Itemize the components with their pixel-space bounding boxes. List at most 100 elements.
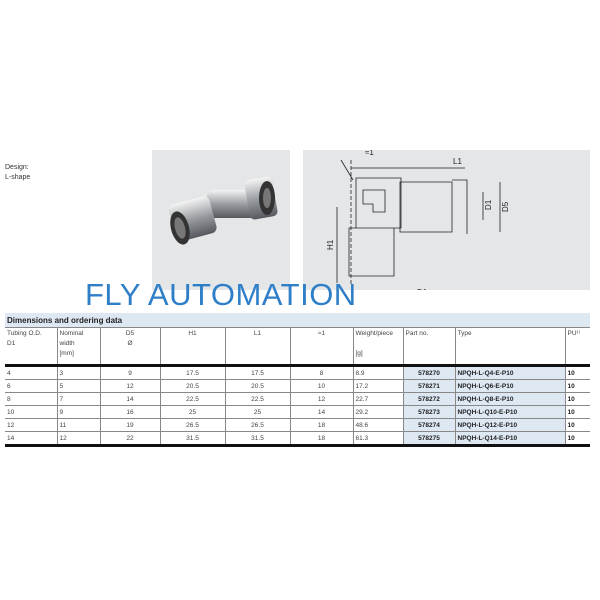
design-title: Design: bbox=[5, 164, 29, 171]
table-cell: 10 bbox=[289, 379, 353, 393]
header-line: D1 bbox=[7, 340, 16, 347]
wrench-size-label: ≈1 bbox=[365, 150, 374, 157]
product-photo bbox=[152, 150, 290, 290]
watermark: FLY AUTOMATION bbox=[85, 277, 357, 312]
header-line: [g] bbox=[355, 350, 363, 357]
table-cell: 12 bbox=[5, 418, 57, 432]
table-cell: 26.5 bbox=[159, 418, 225, 432]
table-cell: 10 bbox=[5, 405, 57, 419]
header-line: PU¹⁾ bbox=[567, 330, 581, 337]
header-line bbox=[163, 339, 223, 349]
header-line bbox=[293, 339, 351, 349]
table-cell: 31.5 bbox=[159, 431, 225, 447]
table-cell: 8.9 bbox=[352, 365, 403, 380]
l1-label: L1 bbox=[453, 157, 462, 166]
table-cell: NPQH-L-Q14-E-P10 bbox=[454, 431, 565, 447]
table-cell: 22.5 bbox=[224, 392, 290, 406]
table-cell: 17.5 bbox=[224, 365, 290, 380]
table-cell: NPQH-L-Q6-E-P10 bbox=[454, 379, 565, 393]
design-label: Design: L-shape bbox=[5, 163, 30, 183]
table-cell: 12 bbox=[56, 431, 100, 447]
header-line: Ø bbox=[127, 340, 133, 347]
column-header: Weight/piece [g] bbox=[352, 327, 403, 367]
header-line: L1 bbox=[253, 330, 262, 337]
h1-label: H1 bbox=[326, 239, 335, 250]
table-cell: 578271 bbox=[402, 379, 455, 393]
header-line: ≈1 bbox=[317, 330, 326, 337]
table-cell: 578272 bbox=[402, 392, 455, 406]
header-line: D5 bbox=[125, 330, 135, 337]
table-cell: 17.5 bbox=[159, 365, 225, 380]
table-cell: NPQH-L-Q10-E-P10 bbox=[454, 405, 565, 419]
table-cell: 17.2 bbox=[352, 379, 403, 393]
header-line: width bbox=[59, 340, 75, 347]
table-cell: 18 bbox=[289, 431, 353, 447]
table-cell: 14 bbox=[99, 392, 160, 406]
design-value: L-shape bbox=[5, 174, 31, 181]
table-cell: 22 bbox=[99, 431, 160, 447]
d5-label: D5 bbox=[501, 201, 510, 212]
table-cell: 61.3 bbox=[352, 431, 403, 447]
table-cell: 19 bbox=[99, 418, 160, 432]
table-cell: 10 bbox=[564, 392, 590, 406]
table-cell: 22.7 bbox=[352, 392, 403, 406]
table-cell: 578275 bbox=[402, 431, 455, 447]
column-header: Type bbox=[454, 327, 565, 367]
d1-label: D1 bbox=[484, 199, 493, 210]
table-cell: 4 bbox=[5, 365, 57, 380]
header-line bbox=[568, 339, 589, 349]
header-line: [mm] bbox=[59, 350, 74, 357]
header-line bbox=[356, 339, 401, 349]
column-header: ≈1 bbox=[289, 327, 353, 367]
table-cell: 10 bbox=[564, 405, 590, 419]
column-header: H1 bbox=[159, 327, 225, 367]
header-line bbox=[228, 349, 288, 359]
ordering-table: Dimensions and ordering data Tubing O.D.… bbox=[5, 313, 590, 447]
table-cell: 7 bbox=[56, 392, 100, 406]
elbow-fitting-image bbox=[168, 176, 278, 245]
header-line bbox=[103, 349, 158, 359]
table-cell: 8 bbox=[5, 392, 57, 406]
table-cell: 25 bbox=[159, 405, 225, 419]
table-cell: 11 bbox=[56, 418, 100, 432]
table-cell: 12 bbox=[99, 379, 160, 393]
table-cell: 9 bbox=[99, 365, 160, 380]
column-header: PU¹⁾ bbox=[564, 327, 590, 367]
header-line: Weight/piece bbox=[355, 330, 393, 337]
header-line: Nominal bbox=[59, 330, 84, 337]
d1-bottom-label: D1 bbox=[417, 288, 428, 290]
header-line bbox=[228, 339, 288, 349]
table-cell: 12 bbox=[289, 392, 353, 406]
header-line: Part no. bbox=[405, 330, 429, 337]
table-cell: 8 bbox=[289, 365, 353, 380]
header-line bbox=[406, 339, 453, 349]
table-cell: 578274 bbox=[402, 418, 455, 432]
table-cell: 5 bbox=[56, 379, 100, 393]
table-cell: 3 bbox=[56, 365, 100, 380]
table-cell: NPQH-L-Q12-E-P10 bbox=[454, 418, 565, 432]
header-line bbox=[293, 349, 351, 359]
table-cell: 14 bbox=[5, 431, 57, 447]
table-cell: 10 bbox=[564, 365, 590, 380]
table-cell: 48.6 bbox=[352, 418, 403, 432]
header-line bbox=[163, 349, 223, 359]
table-cell: 31.5 bbox=[224, 431, 290, 447]
table-cell: 18 bbox=[289, 418, 353, 432]
column-header: Nominal width [mm] bbox=[56, 327, 100, 367]
table-cell: 20.5 bbox=[159, 379, 225, 393]
header-line: Type bbox=[457, 330, 472, 337]
header-line bbox=[406, 349, 453, 359]
table-cell: 6 bbox=[5, 379, 57, 393]
column-header: Tubing O.D.D1 bbox=[5, 327, 57, 367]
table-cell: 26.5 bbox=[224, 418, 290, 432]
table-cell: 10 bbox=[564, 418, 590, 432]
header-line bbox=[7, 349, 55, 359]
table-cell: 29.2 bbox=[352, 405, 403, 419]
table-cell: NPQH-L-Q4-E-P10 bbox=[454, 365, 565, 380]
table-cell: 25 bbox=[224, 405, 290, 419]
